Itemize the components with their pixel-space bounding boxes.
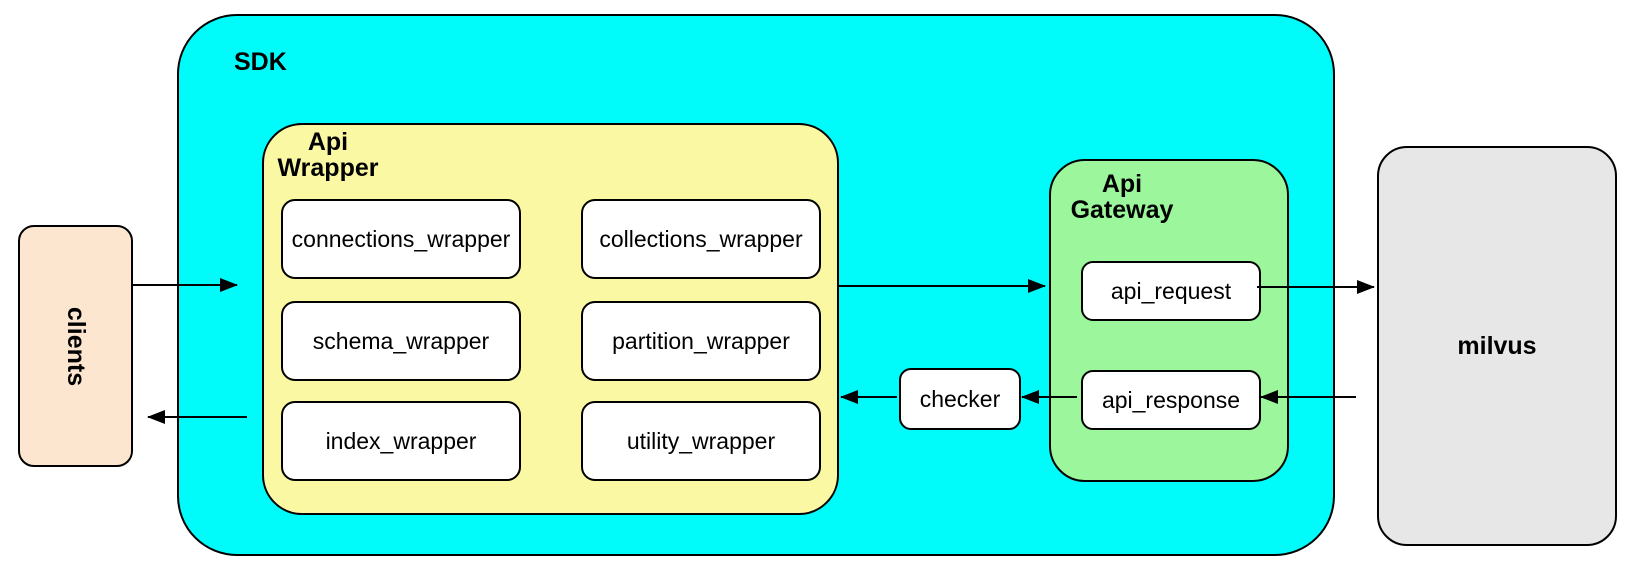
clients-label: clients (61, 306, 90, 386)
index-wrapper-node: index_wrapper (281, 401, 521, 481)
checker-node: checker (899, 368, 1021, 430)
schema-wrapper-node: schema_wrapper (281, 301, 521, 381)
api-response-node: api_response (1081, 370, 1261, 430)
connections-wrapper-node: connections_wrapper (281, 199, 521, 279)
partition-wrapper-node: partition_wrapper (581, 301, 821, 381)
api-gateway-label: Api Gateway (1065, 171, 1179, 223)
api-gateway-label-line1: Api (1101, 170, 1143, 198)
api-wrapper-label-line2: Wrapper (277, 154, 379, 182)
api-wrapper-label: Api Wrapper (272, 129, 384, 181)
api-wrapper-container: Api Wrapper connections_wrapper collecti… (262, 123, 839, 515)
api-wrapper-label-line1: Api (307, 128, 349, 156)
api-gateway-container: Api Gateway api_request api_response (1049, 159, 1289, 482)
collections-wrapper-node: collections_wrapper (581, 199, 821, 279)
sdk-container: SDK Api Wrapper connections_wrapper coll… (177, 14, 1335, 556)
milvus-node: milvus (1377, 146, 1617, 546)
sdk-label: SDK (234, 48, 287, 76)
milvus-label: milvus (1457, 331, 1537, 360)
utility-wrapper-node: utility_wrapper (581, 401, 821, 481)
clients-node: clients (18, 225, 133, 467)
api-gateway-label-line2: Gateway (1070, 196, 1174, 224)
api-request-node: api_request (1081, 261, 1261, 321)
